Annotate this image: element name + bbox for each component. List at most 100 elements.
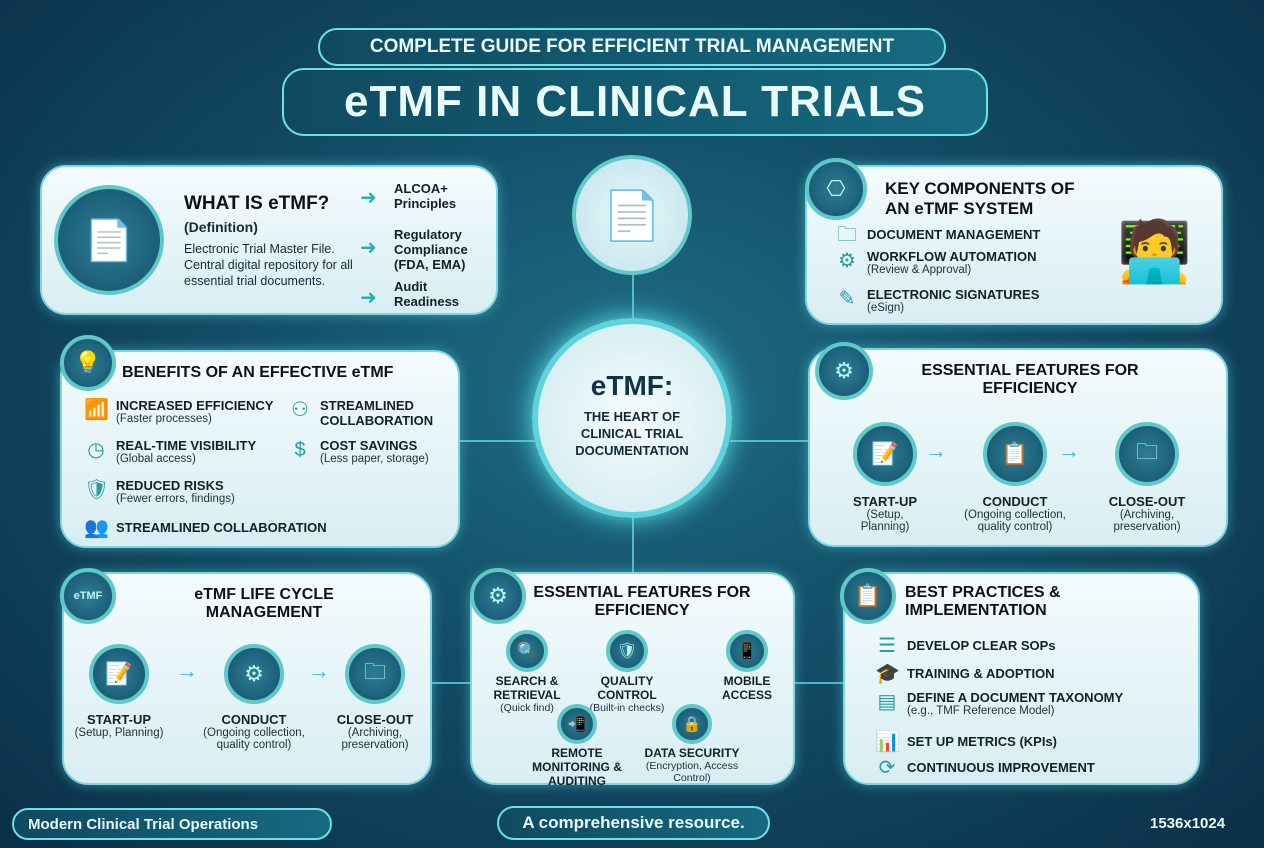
- what-is-subtitle: (Definition): [184, 219, 258, 235]
- gear-icon: ⚙: [224, 644, 284, 704]
- graduation-cap-icon: 🎓: [875, 663, 900, 685]
- benefit-sub: (Faster processes): [116, 413, 212, 425]
- page-title: eTMF IN CLINICAL TRIALS: [282, 68, 988, 136]
- feature-title: MOBILE ACCESS: [721, 674, 772, 702]
- team-illustration: 🧑‍💻: [1117, 218, 1192, 285]
- benefits-title: BENEFITS OF AN EFFECTIVE eTMF: [122, 364, 394, 381]
- feature-sub: (Built-in checks): [589, 702, 665, 714]
- component-title: DOCUMENT MANAGEMENT: [867, 227, 1041, 242]
- arrow-right-icon: →: [176, 658, 198, 683]
- etmf-badge-icon: eTMF: [60, 568, 116, 624]
- shield-check-icon: 🛡: [84, 479, 110, 501]
- workflow-icon: ⎔: [805, 158, 867, 220]
- cycle-icon: ⟳: [878, 757, 896, 779]
- arrow-right-icon: →: [925, 438, 947, 463]
- features-title: ESSENTIAL FEATURES FOR EFFICIENCY: [533, 584, 751, 619]
- practice-title: TRAINING & ADOPTION: [907, 666, 1055, 681]
- footer-left-text: Modern Clinical Trial Operations: [28, 815, 259, 833]
- lifecycle-panel: eTMF LIFE CYCLE MANAGEMENT 📝START-UP(Set…: [62, 572, 432, 785]
- component-sub: (Review & Approval): [867, 264, 972, 276]
- what-is-title: WHAT IS eTMF?: [184, 193, 330, 214]
- benefit-title: STREAMLINED COLLABORATION: [116, 520, 327, 535]
- point-compliance: Regulatory Compliance (FDA, EMA): [394, 227, 468, 272]
- connector: [432, 682, 470, 684]
- arrow-icon: ➜: [360, 237, 377, 259]
- stage-sub: (Ongoing collection, quality control): [203, 727, 305, 751]
- document-edit-icon: 📝: [853, 422, 917, 486]
- footer-right: 1536x1024: [1150, 815, 1226, 832]
- stage-title: CONDUCT: [221, 712, 287, 727]
- stage-sub: (Setup, Planning): [74, 727, 164, 739]
- feature-title: SEARCH & RETRIEVAL: [493, 674, 561, 702]
- arrow-icon: ➜: [360, 287, 377, 309]
- header-subtitle: COMPLETE GUIDE FOR EFFICIENT TRIAL MANAG…: [318, 28, 946, 66]
- shield-check-icon: 🛡: [606, 630, 648, 672]
- stage-sub: (Archiving, preservation): [341, 727, 409, 751]
- connector: [730, 440, 808, 442]
- features-lifecycle-panel: ESSENTIAL FEATURES FOR EFFICIENCY 📝START…: [808, 348, 1228, 547]
- list-icon: ☰: [878, 635, 896, 657]
- benefit-sub: (Less paper, storage): [320, 453, 429, 465]
- lightbulb-hand-icon: 💡: [60, 335, 116, 391]
- features-panel: ESSENTIAL FEATURES FOR EFFICIENCY 🔍SEARC…: [470, 572, 795, 788]
- center-title: eTMF:: [590, 370, 674, 401]
- what-is-panel: 📄 WHAT IS eTMF? (Definition) Electronic …: [40, 165, 498, 315]
- features-lifecycle-title: ESSENTIAL FEATURES FOR EFFICIENCY: [921, 362, 1139, 397]
- practice-title: DEVELOP CLEAR SOPs: [907, 638, 1056, 653]
- stage-title: CLOSE-OUT: [1108, 494, 1186, 509]
- lifecycle-title: eTMF LIFE CYCLE MANAGEMENT: [194, 586, 334, 621]
- best-practices-panel: BEST PRACTICES & IMPLEMENTATION ☰ DEVELOP…: [843, 572, 1200, 785]
- connector: [460, 440, 535, 442]
- stage-title: CONDUCT: [982, 494, 1048, 509]
- clock-icon: ◷: [87, 439, 105, 461]
- arrow-right-icon: →: [1058, 438, 1080, 463]
- practice-title: CONTINUOUS IMPROVEMENT: [907, 760, 1095, 775]
- feature-title: QUALITY CONTROL: [597, 674, 657, 702]
- footer-center: A comprehensive resource.: [497, 806, 770, 840]
- point-audit: Audit Readiness: [394, 279, 460, 309]
- team-icon: 👥: [84, 517, 109, 539]
- component-title: ELECTRONIC SIGNATURES: [867, 287, 1040, 302]
- stage-sub: (Setup, Planning): [860, 509, 910, 533]
- folder-icon: 🗀: [1115, 422, 1179, 486]
- search-icon: 🔍: [506, 630, 548, 672]
- best-practices-title: BEST PRACTICES & IMPLEMENTATION: [905, 584, 1061, 619]
- key-components-title: KEY COMPONENTS OF AN eTMF SYSTEM: [885, 179, 1075, 218]
- connector: [632, 518, 634, 573]
- gear-icon: ⚙: [815, 342, 873, 400]
- collaboration-icon: ⚇: [291, 399, 309, 421]
- center-subtitle: THE HEART OF CLINICAL TRIAL DOCUMENTATIO…: [575, 409, 689, 458]
- feature-sub: (Encryption, Access Control): [645, 760, 739, 784]
- clipboard-icon: 📋: [983, 422, 1047, 486]
- signature-icon: ✎: [838, 288, 856, 310]
- component-title: WORKFLOW AUTOMATION: [867, 249, 1037, 264]
- bar-chart-icon: 📶: [84, 399, 109, 421]
- footer-left: Modern Clinical Trial Operations: [12, 808, 332, 840]
- arrow-right-icon: →: [308, 658, 330, 683]
- benefit-title: REAL-TIME VISIBILITY: [116, 438, 257, 453]
- what-is-body: Electronic Trial Master File. Central di…: [184, 242, 353, 288]
- benefit-title: COST SAVINGS: [320, 438, 418, 453]
- gear-icon: ⚙: [838, 250, 856, 272]
- point-alcoa: ALCOA+ Principles: [394, 181, 457, 211]
- folder-check-icon: 🗀: [345, 644, 405, 704]
- benefits-panel: BENEFITS OF AN EFFECTIVE eTMF 📶INCREASED…: [60, 350, 460, 548]
- metrics-icon: 📊: [875, 731, 900, 753]
- lock-icon: 🔒: [672, 704, 712, 744]
- benefit-sub: (Global access): [116, 453, 196, 465]
- remote-monitor-icon: 📲: [557, 704, 597, 744]
- feature-title: DATA SECURITY: [644, 746, 740, 760]
- checklist-icon: 📋: [840, 568, 896, 624]
- taxonomy-icon: ▤: [877, 691, 897, 713]
- folder-icon: 🗀: [837, 224, 857, 246]
- stage-title: START-UP: [86, 712, 152, 727]
- benefit-sub: (Fewer errors, findings): [116, 493, 235, 505]
- benefit-title: REDUCED RISKS: [116, 478, 224, 493]
- practice-title: SET UP METRICS (KPIs): [907, 734, 1058, 749]
- stage-sub: (Archiving, preservation): [1113, 509, 1181, 533]
- gear-search-icon: ⚙: [470, 568, 526, 624]
- key-components-panel: KEY COMPONENTS OF AN eTMF SYSTEM 🗀 DOCUME…: [805, 165, 1223, 325]
- component-sub: (eSign): [867, 302, 905, 314]
- connector: [632, 275, 634, 320]
- stage-title: CLOSE-OUT: [336, 712, 414, 727]
